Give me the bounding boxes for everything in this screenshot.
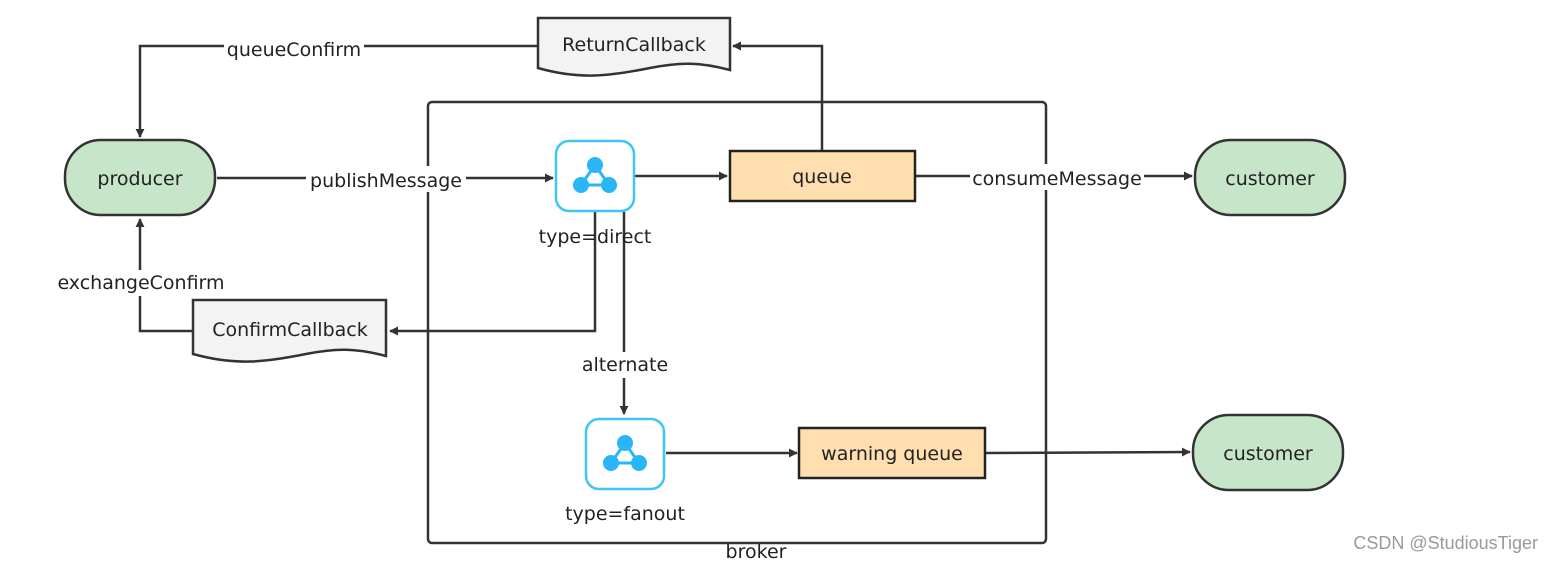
- producer-node: producer: [63, 138, 217, 217]
- customer-bottom-label: customer: [1223, 443, 1313, 465]
- customer-top-label: customer: [1225, 168, 1315, 190]
- broker-label: broker: [726, 541, 787, 563]
- edge-alternate: alternate: [580, 212, 670, 415]
- warning-queue-label: warning queue: [821, 443, 963, 465]
- producer-label: producer: [97, 168, 182, 190]
- edge-alternate-label: alternate: [582, 354, 668, 376]
- edge-consume: consumeMessage: [915, 164, 1193, 190]
- exchange-fanout-node: type=fanout: [565, 417, 685, 525]
- customer-node-top: customer: [1193, 138, 1347, 217]
- exchange-direct-label: type=direct: [539, 226, 652, 248]
- edge-publish-label: publishMessage: [310, 170, 462, 192]
- customer-node-bottom: customer: [1191, 413, 1345, 492]
- warning-queue-node: warning queue: [797, 426, 987, 480]
- edge-warning-to-customer: [984, 447, 1191, 457]
- watermark: CSDN @StudiousTiger: [1353, 533, 1538, 553]
- edge-queue-to-return: [732, 41, 824, 150]
- share-network-icon: [573, 157, 617, 193]
- queue-label: queue: [792, 166, 852, 188]
- edge-exchange-to-confirm: [389, 212, 597, 336]
- edge-consume-label: consumeMessage: [972, 168, 1142, 190]
- confirm-callback-node: ConfirmCallback: [191, 298, 388, 363]
- exchange-direct-node: type=direct: [539, 139, 652, 248]
- share-network-icon: [603, 435, 647, 471]
- return-callback-node: ReturnCallback: [536, 16, 732, 77]
- edge-queue-confirm: queueConfirm: [135, 36, 538, 138]
- edge-exchange-confirm-label: exchangeConfirm: [57, 272, 224, 294]
- exchange-fanout-label: type=fanout: [565, 503, 685, 525]
- edge-queue-confirm-label: queueConfirm: [227, 39, 361, 61]
- edge-publish: publishMessage: [217, 166, 554, 192]
- confirm-callback-label: ConfirmCallback: [212, 319, 368, 341]
- edge-exchange-confirm: exchangeConfirm: [57, 218, 226, 333]
- queue-node: queue: [728, 149, 917, 203]
- broker-container: [426, 100, 1048, 545]
- return-callback-label: ReturnCallback: [562, 34, 706, 56]
